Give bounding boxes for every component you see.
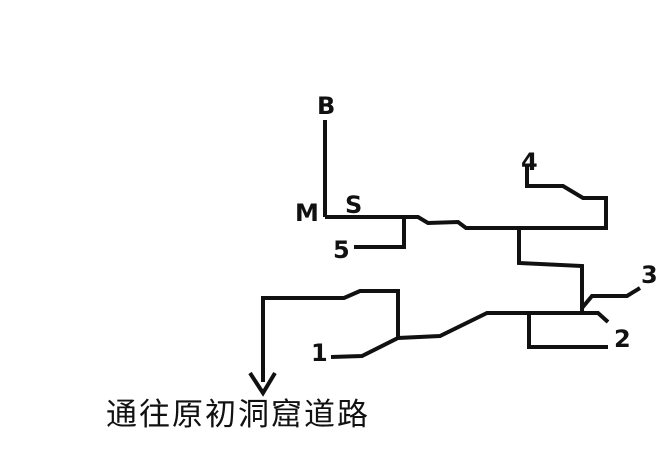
caption: 通往原初洞窟道路: [106, 397, 370, 433]
label-s: S: [345, 191, 363, 219]
branch-2: [527, 311, 610, 349]
branch-5: [354, 217, 406, 249]
label-4: 4: [521, 148, 538, 176]
label-m: M: [295, 199, 319, 227]
branch-3: [580, 286, 642, 310]
lower-passage: [330, 311, 582, 359]
label-2: 2: [614, 325, 631, 353]
label-5: 5: [333, 236, 350, 264]
descent-passage: [517, 228, 584, 313]
label-b: B: [317, 92, 336, 120]
down-arrow-icon: [248, 371, 277, 397]
main-passage: [325, 166, 608, 230]
label-1: 1: [311, 339, 328, 367]
label-3: 3: [641, 261, 658, 289]
loop-passage: [261, 289, 400, 382]
